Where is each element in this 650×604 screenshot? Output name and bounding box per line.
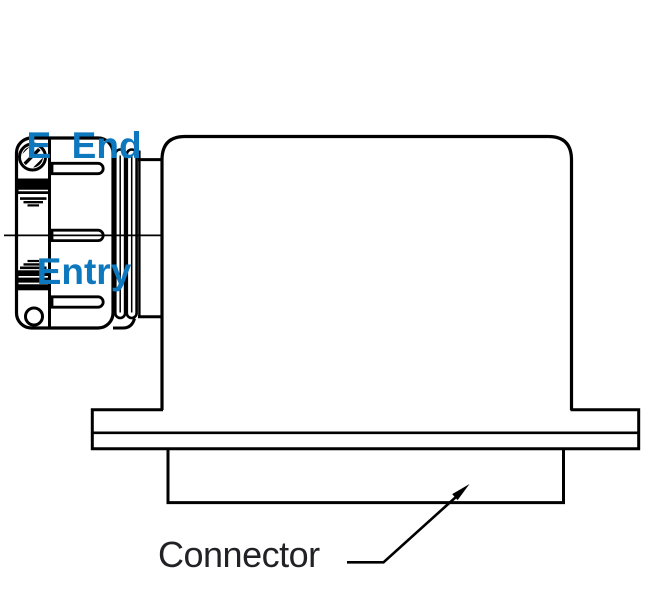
connector-outline [166, 448, 565, 505]
arrowhead-icon [452, 484, 470, 501]
coupling-nut [4, 136, 162, 330]
end-entry-label-line2: Entry [36, 251, 132, 292]
end-entry-label-line1: E End [26, 125, 142, 166]
backshell-body [160, 134, 574, 410]
knurl-band-bottom [18, 270, 49, 291]
flange-outline [90, 408, 641, 451]
end-entry-label: E End Entry [0, 41, 168, 377]
nut-bottom-lip [113, 318, 136, 330]
screw-head-icon [18, 142, 47, 172]
connector-part-label: Connector [158, 534, 320, 575]
nut-pin-hole [24, 306, 44, 327]
connector-leader-arrow [347, 484, 470, 564]
knurl-fade-bottom [20, 259, 47, 270]
knurl-band-top [18, 178, 49, 194]
nut-wrench-slots [50, 161, 105, 309]
thread-rings [114, 148, 162, 320]
knurl-fade-top [20, 197, 47, 207]
mounting-flange [90, 408, 641, 451]
